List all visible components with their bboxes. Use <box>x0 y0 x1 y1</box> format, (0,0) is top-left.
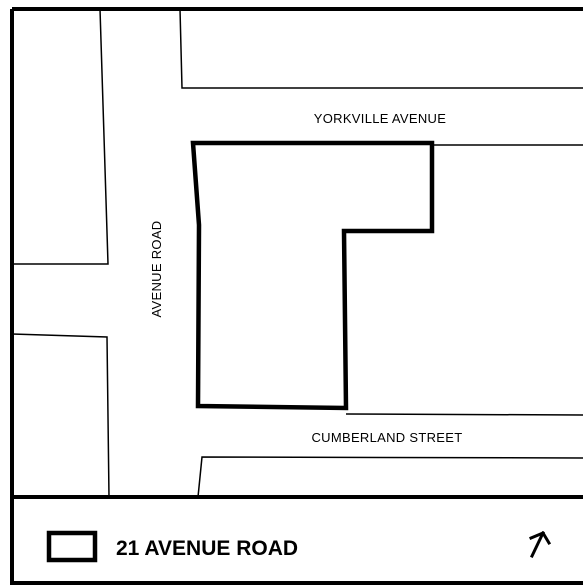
map-border <box>10 7 583 585</box>
block-line-north <box>179 8 583 89</box>
street-label-yorkville: YORKVILLE AVENUE <box>314 111 446 126</box>
block-line-cumberland-north <box>345 413 583 416</box>
legend-label: 21 AVENUE ROAD <box>116 537 298 560</box>
legend-symbol <box>46 530 98 563</box>
street-label-cumberland: CUMBERLAND STREET <box>311 430 462 445</box>
block-line-cumberland-south <box>197 456 583 498</box>
north-arrow-icon <box>529 530 552 559</box>
block-line-nw <box>12 8 109 265</box>
street-label-avenue-road: AVENUE ROAD <box>149 221 164 318</box>
block-line-sw <box>11 333 110 498</box>
subject-property-outline <box>190 140 435 411</box>
block-lines <box>11 8 583 498</box>
